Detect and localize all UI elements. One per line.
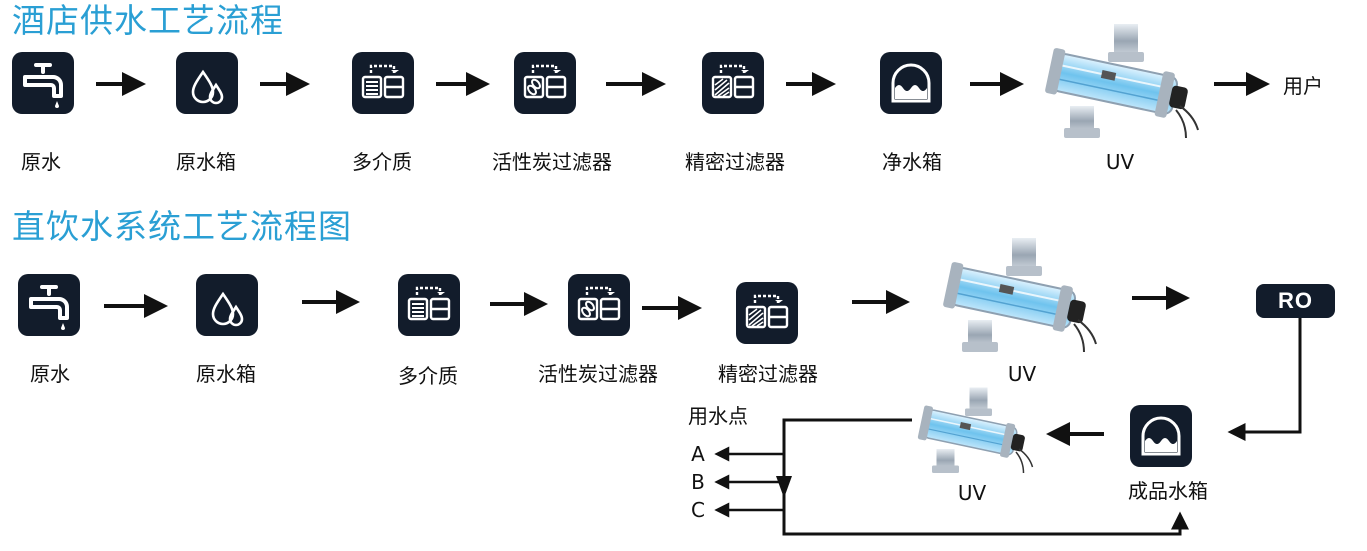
multimedia-filter-icon (352, 52, 414, 114)
direct-drinking-flow-title: 直饮水系统工艺流程图 (12, 207, 352, 246)
activated-carbon-filter-icon (514, 52, 576, 114)
faucet-icon (12, 52, 74, 114)
step-label-raw-tank: 原水箱 (176, 150, 236, 174)
pipe-uv-to-points (782, 418, 1189, 536)
water-drop-icon (196, 274, 258, 336)
downflow-arrowhead (776, 476, 792, 498)
step-label-multimedia: 多介质 (352, 150, 412, 174)
step-label-uv-2: UV (957, 481, 987, 505)
water-drop-icon (176, 52, 238, 114)
point-of-use-label: 用水点 (688, 404, 748, 428)
step-label-product-tank: 成品水箱 (1128, 479, 1208, 503)
outlet-b-label: B (691, 470, 705, 494)
hotel-flow-title: 酒店供水工艺流程 (12, 1, 284, 40)
step-label-uv: UV (1007, 362, 1037, 386)
step-label-raw-water: 原水 (30, 362, 70, 386)
outlet-a-label: A (691, 442, 705, 466)
tank-icon (880, 52, 942, 114)
step-label-precision-filter: 精密过滤器 (718, 362, 818, 386)
step-label-carbon-filter: 活性炭过滤器 (492, 150, 612, 174)
tank-icon (1130, 405, 1192, 467)
step-label-precision-filter: 精密过滤器 (685, 150, 785, 174)
step-label-clean-tank: 净水箱 (882, 150, 942, 174)
step-label-raw-tank: 原水箱 (196, 362, 256, 386)
precision-filter-icon (702, 52, 764, 114)
outlet-c-label: C (691, 498, 705, 522)
multimedia-filter-icon (398, 274, 460, 336)
end-label-user: 用户 (1283, 74, 1323, 98)
faucet-icon (18, 274, 80, 336)
ro-unit: RO (1256, 284, 1335, 318)
step-label-uv: UV (1105, 150, 1135, 174)
step-label-carbon-filter: 活性炭过滤器 (538, 362, 658, 386)
pipe-ro-to-tank (1227, 318, 1302, 441)
precision-filter-icon (736, 282, 798, 344)
step-label-multimedia: 多介质 (398, 364, 458, 388)
step-label-raw-water: 原水 (21, 150, 61, 174)
activated-carbon-filter-icon (568, 274, 630, 336)
